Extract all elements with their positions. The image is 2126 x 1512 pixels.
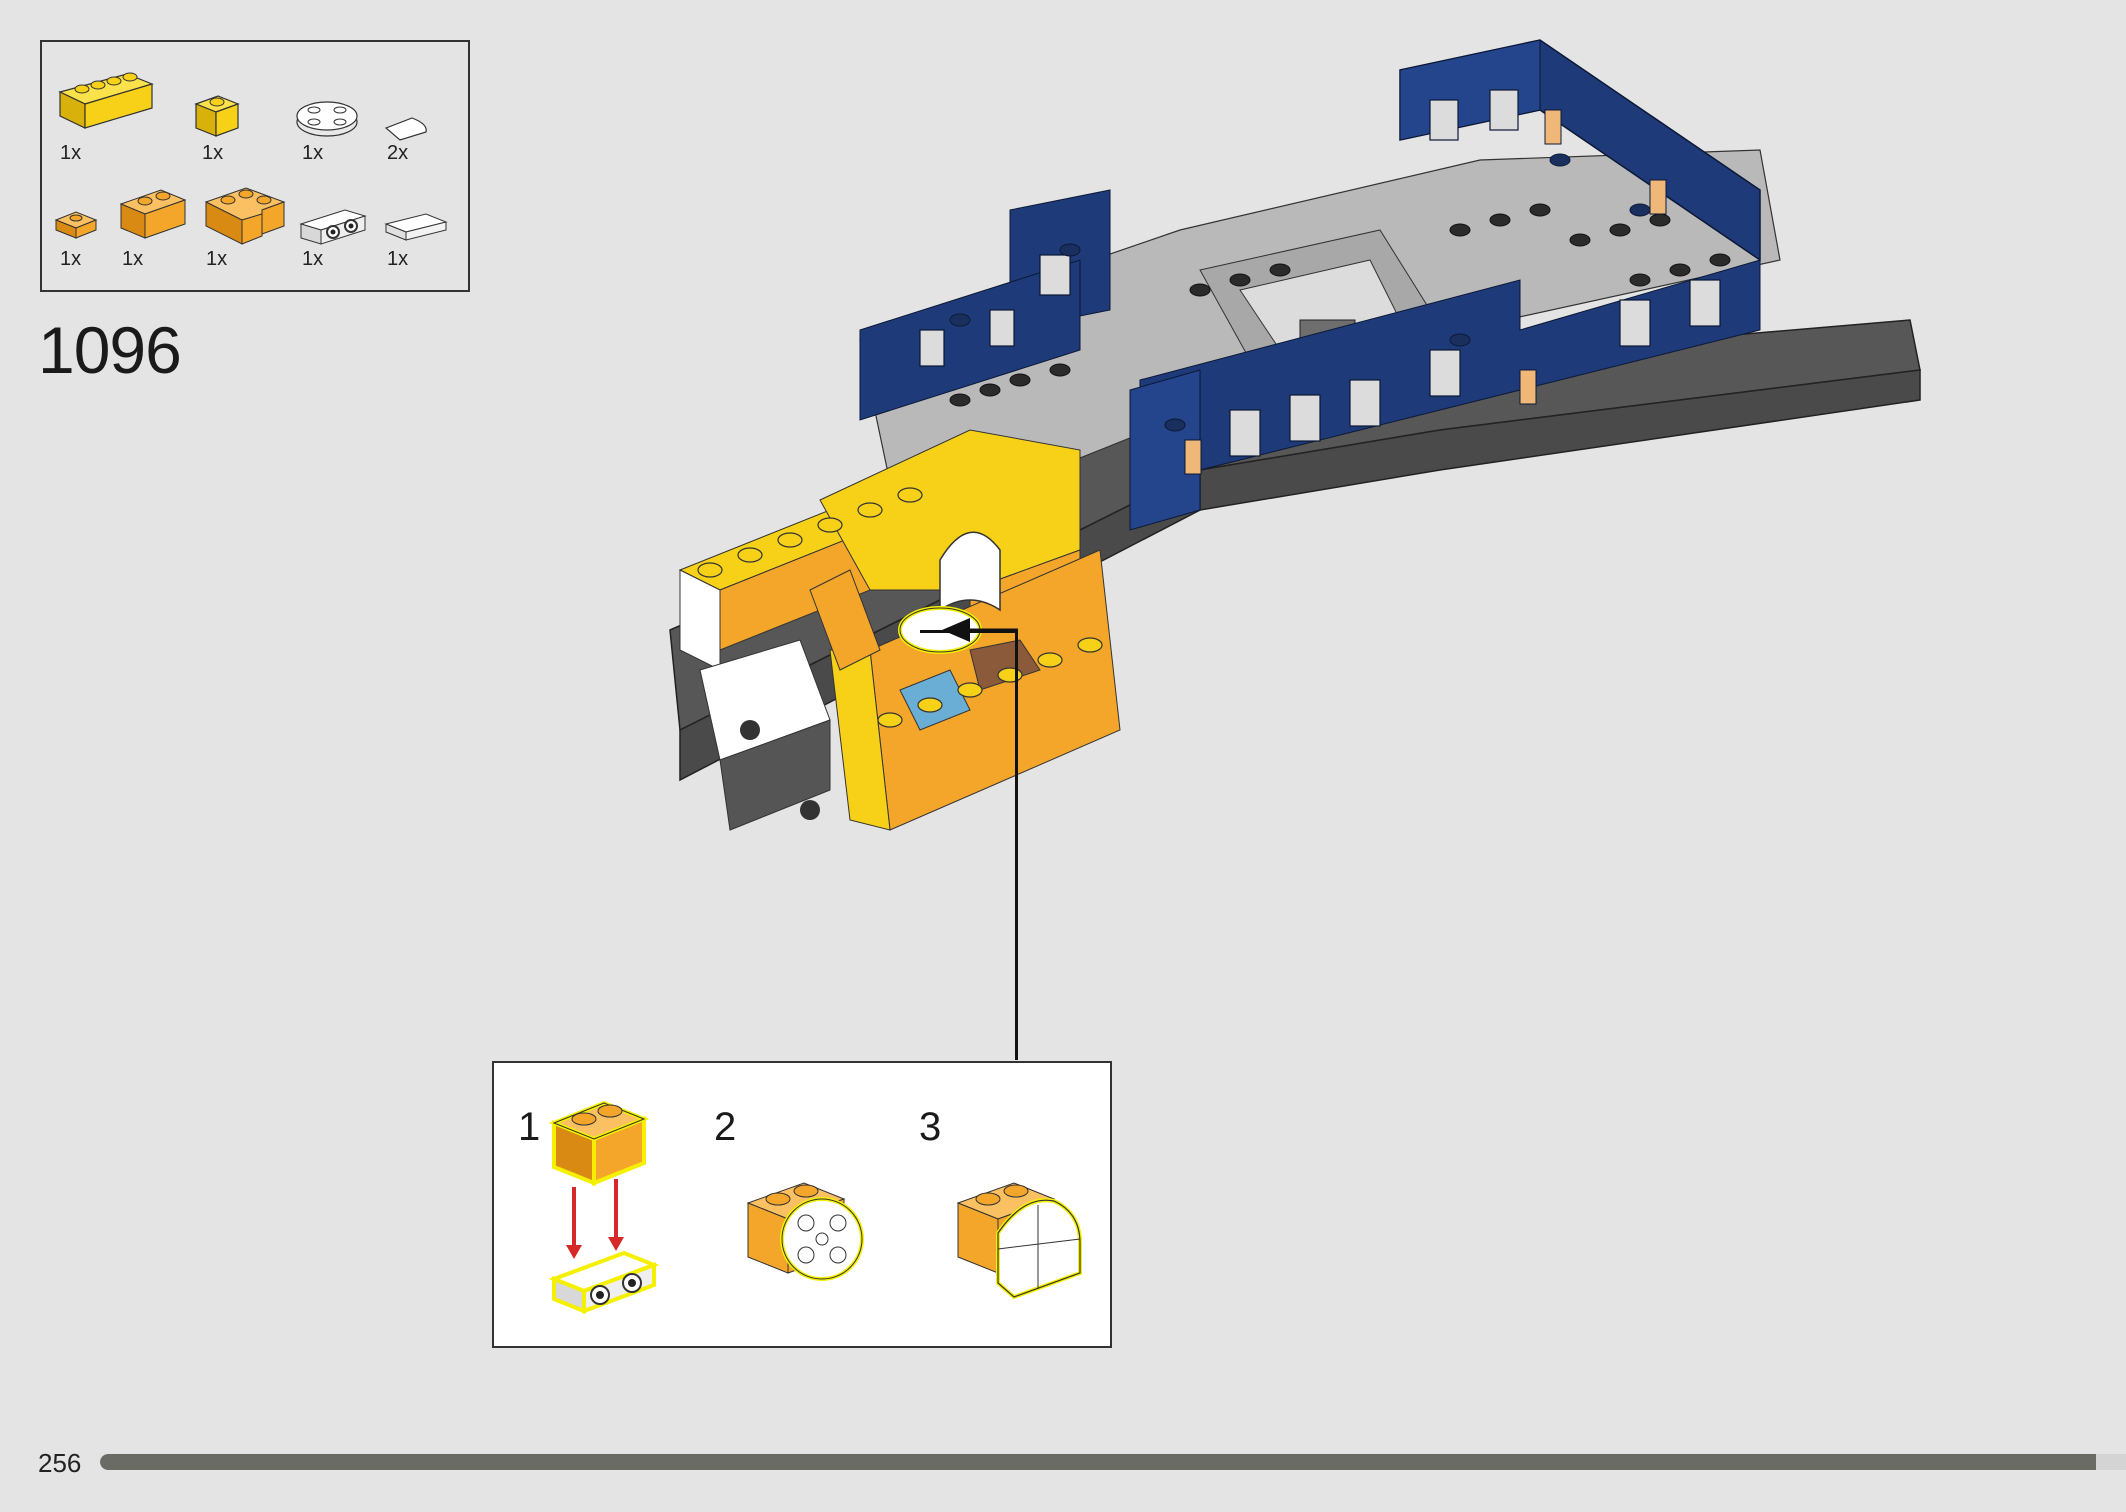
substep-3-label: 3 bbox=[919, 1105, 942, 1149]
part-white-quarter-tile bbox=[384, 117, 427, 141]
part-white-bracket bbox=[299, 209, 367, 245]
part-qty: 1x bbox=[302, 248, 324, 270]
substep-3-illustration bbox=[956, 1182, 1082, 1300]
main-model-illustration bbox=[669, 39, 1921, 831]
part-qty: 1x bbox=[302, 142, 324, 164]
part-qty: 1x bbox=[387, 248, 409, 270]
part-qty: 1x bbox=[122, 248, 144, 270]
part-qty: 1x bbox=[60, 142, 82, 164]
substep-2-illustration bbox=[746, 1182, 864, 1281]
substep-2-label: 2 bbox=[714, 1105, 737, 1149]
substep-1-illustration bbox=[548, 1100, 660, 1314]
part-orange-corner-brick bbox=[204, 187, 286, 245]
progress-bar-fill bbox=[100, 1454, 2096, 1470]
page-number: 256 bbox=[38, 1448, 82, 1478]
part-qty: 1x bbox=[60, 248, 82, 270]
substep-callout-box: 1 2 3 bbox=[492, 1061, 1112, 1348]
part-orange-brick-1x2 bbox=[119, 189, 187, 239]
callout-connector-vertical bbox=[1015, 630, 1018, 1060]
parts-list-box: 1x 1x 1x 2x 1x 1x bbox=[40, 40, 470, 292]
part-qty: 1x bbox=[206, 248, 228, 270]
step-number: 1096 bbox=[38, 313, 182, 387]
part-qty: 1x bbox=[202, 142, 224, 164]
part-yellow-brick-1x1 bbox=[194, 95, 240, 137]
callout-connector-horizontal bbox=[920, 630, 1018, 633]
progress-bar bbox=[100, 1454, 2126, 1470]
part-orange-plate-1x1 bbox=[54, 211, 98, 239]
part-qty: 2x bbox=[387, 142, 409, 164]
part-white-tile-1x2 bbox=[384, 213, 448, 241]
part-yellow-brick-1x4 bbox=[58, 72, 154, 129]
substep-1-label: 1 bbox=[518, 1105, 541, 1149]
part-white-round-plate bbox=[296, 101, 358, 137]
